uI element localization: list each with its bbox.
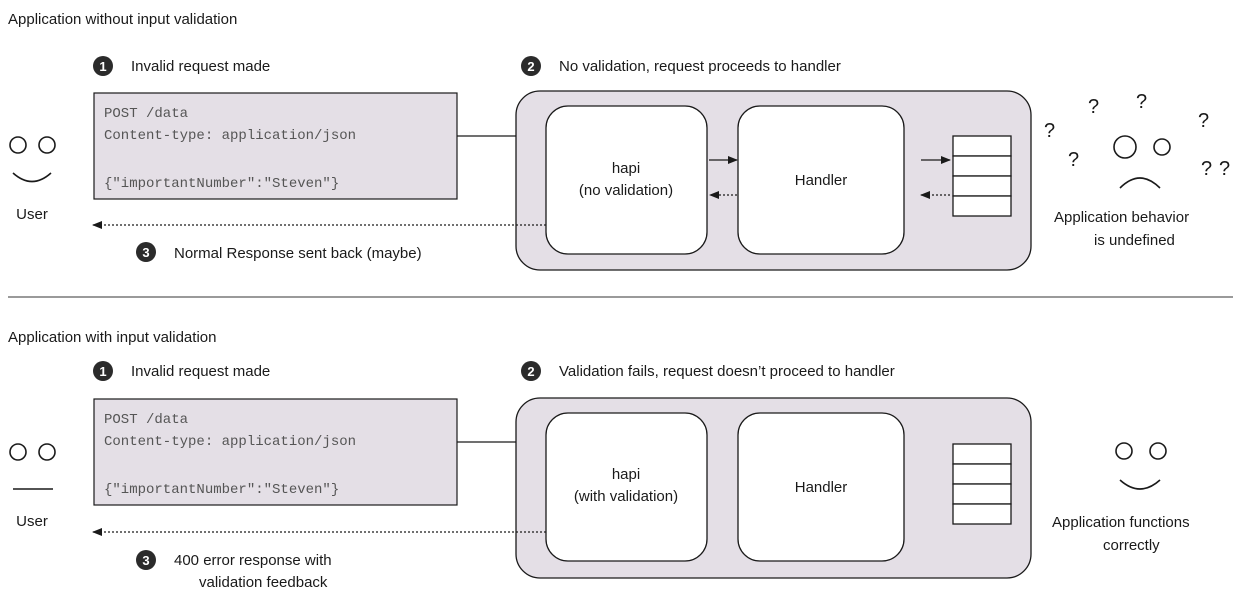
request-line: {"importantNumber":"Steven"}	[104, 176, 339, 192]
step-badge	[521, 56, 541, 76]
panel-without-validation: Application without input validation 1 I…	[8, 11, 1230, 271]
request-line: POST /data	[104, 412, 188, 428]
step-number: 1	[99, 59, 106, 74]
app-state-label: Application functions	[1052, 514, 1190, 531]
panel-with-validation: Application with input validation 1 Inva…	[8, 329, 1190, 591]
request-line: POST /data	[104, 106, 188, 122]
question-mark: ?	[1068, 149, 1079, 171]
question-mark: ?	[1136, 91, 1147, 113]
database-icon	[952, 443, 1012, 525]
hapi-label: hapi	[612, 466, 640, 483]
user-label: User	[16, 513, 48, 530]
request-box	[93, 92, 458, 200]
handler-label: Handler	[795, 479, 848, 496]
confused-face-icon	[1113, 135, 1171, 189]
step-label: Invalid request made	[131, 363, 270, 380]
question-mark: ?	[1088, 96, 1099, 118]
step-label: No validation, request proceeds to handl…	[559, 58, 841, 75]
question-mark: ?	[1219, 158, 1230, 180]
step-badge	[136, 242, 156, 262]
app-state-label: Application behavior	[1054, 209, 1189, 226]
app-state-label: is undefined	[1094, 232, 1175, 249]
step-badge	[136, 550, 156, 570]
question-mark: ?	[1201, 158, 1212, 180]
user-label: User	[16, 206, 48, 223]
panel-title: Application without input validation	[8, 11, 237, 28]
happy-face-icon	[1115, 442, 1167, 490]
user-happy-face-icon	[9, 136, 56, 183]
question-mark: ?	[1198, 110, 1209, 132]
handler-label: Handler	[795, 172, 848, 189]
panel-title: Application with input validation	[8, 329, 216, 346]
user-neutral-face-icon	[9, 443, 56, 490]
request-line: Content-type: application/json	[104, 128, 356, 144]
step-number: 3	[142, 245, 149, 260]
step-label: Invalid request made	[131, 58, 270, 75]
question-marks: ? ? ? ? ? ? ?	[1044, 91, 1230, 180]
request-box	[93, 398, 458, 506]
question-mark: ?	[1044, 120, 1055, 142]
hapi-label: hapi	[612, 160, 640, 177]
step-number: 1	[99, 364, 106, 379]
hapi-box	[545, 412, 708, 562]
step-label: 400 error response with	[174, 552, 332, 569]
step-number: 3	[142, 553, 149, 568]
app-state-label: correctly	[1103, 537, 1160, 554]
step-badge	[521, 361, 541, 381]
request-line: Content-type: application/json	[104, 434, 356, 450]
step-label: Normal Response sent back (maybe)	[174, 245, 422, 262]
handler-box	[737, 412, 905, 562]
database-icon	[952, 135, 1012, 217]
step-badge	[93, 361, 113, 381]
step-label: Validation fails, request doesn’t procee…	[559, 363, 895, 380]
step-label: validation feedback	[199, 574, 328, 591]
request-line: {"importantNumber":"Steven"}	[104, 482, 339, 498]
step-number: 2	[527, 59, 534, 74]
handler-box	[737, 105, 905, 255]
step-number: 2	[527, 364, 534, 379]
step-badge	[93, 56, 113, 76]
hapi-sublabel: (with validation)	[574, 488, 678, 505]
hapi-sublabel: (no validation)	[579, 182, 673, 199]
hapi-box	[545, 105, 708, 255]
